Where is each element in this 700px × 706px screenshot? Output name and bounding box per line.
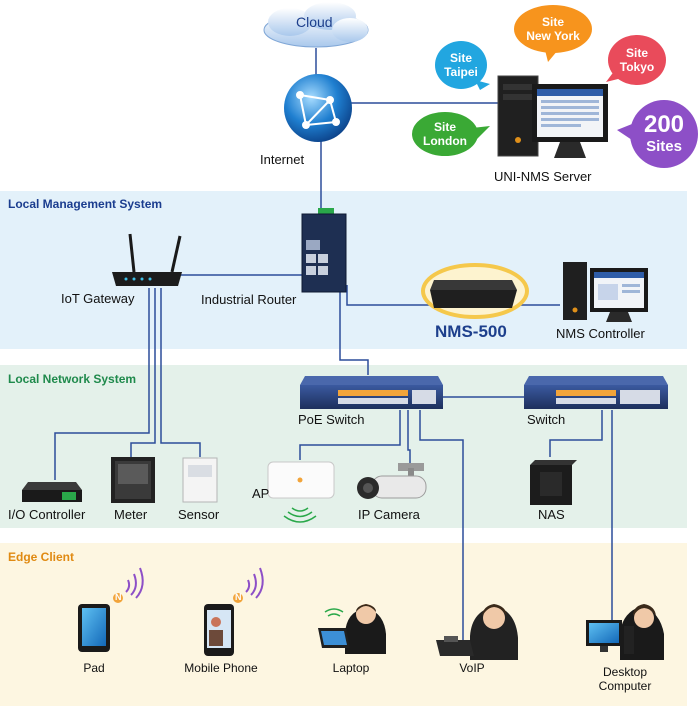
meter-icon: [111, 457, 155, 503]
site-count-bubble: [617, 100, 698, 168]
mobile-phone-icon: [204, 567, 264, 656]
io-controller-icon: [22, 482, 82, 502]
link-gateway-io: [54, 288, 150, 480]
nas-label: NAS: [538, 507, 565, 522]
meter-label: Meter: [114, 507, 148, 522]
uni-nms-server-icon: [497, 75, 608, 158]
site-count-text: 200 Sites: [643, 111, 685, 156]
industrial-router-label: Industrial Router: [201, 292, 297, 307]
nas-icon: [530, 460, 577, 505]
pad-label: Pad: [83, 661, 105, 675]
laptop-icon: [318, 604, 386, 654]
desktop-computer-icon: [586, 604, 664, 660]
pad-icon: [78, 567, 144, 652]
industrial-router-icon: [301, 208, 347, 293]
management-zone-title: Local Management System: [8, 197, 163, 211]
sensor-label: Sensor: [178, 507, 220, 522]
sensor-icon: [182, 457, 218, 503]
switch-label: Switch: [527, 412, 566, 427]
nms-controller-icon: [563, 262, 648, 322]
switch-icon: [524, 376, 668, 409]
voip-label: VoIP: [459, 661, 485, 675]
edge-zone: [0, 543, 687, 706]
mobile-n-badge: N: [235, 592, 242, 602]
site-taipei-bubble: [435, 41, 490, 90]
link-poe-voip: [419, 410, 464, 640]
ip-camera-icon: [357, 463, 427, 499]
link-gateway-meter: [130, 288, 156, 457]
edge-zone-title: Edge Client: [8, 550, 75, 564]
ap-label: AP: [252, 486, 270, 501]
internet-label: Internet: [260, 152, 305, 167]
nms-500-icon: [421, 263, 529, 319]
uni-nms-server-label: UNI-NMS Server: [494, 169, 592, 184]
link-gateway-sensor: [160, 288, 201, 457]
link-router-poe: [339, 290, 369, 375]
network-zone-title: Local Network System: [8, 372, 137, 386]
internet-globe-icon: [284, 74, 352, 142]
laptop-label: Laptop: [332, 661, 370, 675]
ap-icon: [267, 461, 335, 523]
poe-switch-label: PoE Switch: [298, 412, 365, 427]
cloud-label: Cloud: [296, 14, 333, 30]
iot-gateway-icon: [112, 233, 182, 286]
nms-500-label: NMS-500: [435, 322, 507, 341]
iot-gateway-label: IoT Gateway: [61, 291, 135, 306]
ip-camera-label: IP Camera: [358, 507, 420, 522]
site-new-york-bubble: [514, 5, 592, 62]
nms-controller-label: NMS Controller: [556, 326, 645, 341]
link-poe-ap: [299, 410, 401, 460]
site-london-bubble: [412, 112, 490, 156]
link-switch-nas: [549, 410, 603, 457]
poe-switch-icon: [300, 376, 443, 409]
io-controller-label: I/O Controller: [8, 507, 86, 522]
pad-n-badge: N: [115, 592, 122, 602]
voip-icon: [436, 604, 518, 660]
site-tokyo-bubble: [606, 35, 666, 85]
mobile-phone-label: Mobile Phone: [184, 661, 258, 675]
cloud-icon: [263, 2, 369, 48]
link-poe-camera: [407, 410, 411, 465]
